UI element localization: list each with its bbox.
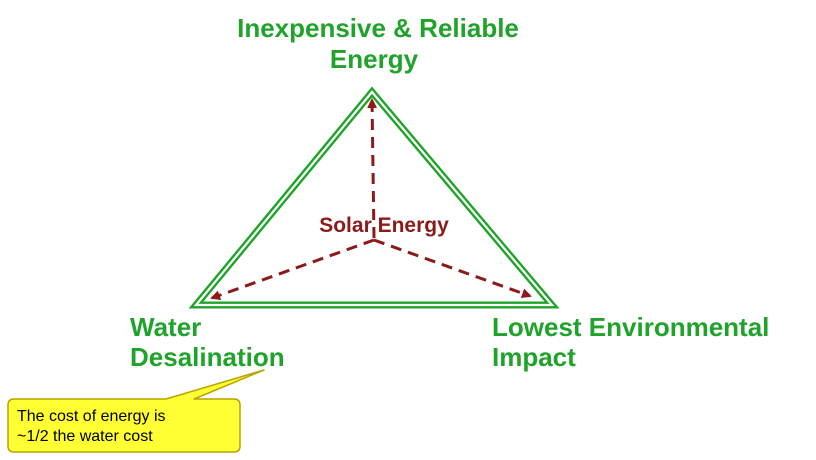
right-vertex-line2: Impact (492, 342, 576, 372)
left-vertex-label: Water Desalination (130, 312, 285, 372)
triangle-inner-gap (193, 90, 555, 307)
top-vertex-line2: Energy (330, 44, 419, 74)
arrow-to-right (373, 238, 532, 299)
arrow-to-top (367, 98, 378, 239)
right-vertex-line1: Lowest Environmental (492, 312, 769, 342)
triangle (188, 86, 560, 309)
left-vertex-line2: Desalination (130, 342, 285, 372)
callout: The cost of energy is ~1/2 the water cos… (7, 369, 265, 453)
arrows (210, 98, 532, 301)
top-vertex-line1: Inexpensive & Reliable (237, 13, 519, 43)
left-vertex-line1: Water (130, 312, 201, 342)
center-label: Solar Energy (319, 214, 449, 237)
right-vertex-label: Lowest Environmental Impact (492, 312, 769, 372)
top-vertex-label: Inexpensive & Reliable Energy (237, 13, 519, 74)
callout-line1: The cost of energy is (17, 408, 166, 425)
callout-shape (7, 369, 265, 453)
arrow-to-left (210, 238, 375, 301)
callout-line2: ~1/2 the water cost (17, 428, 153, 445)
